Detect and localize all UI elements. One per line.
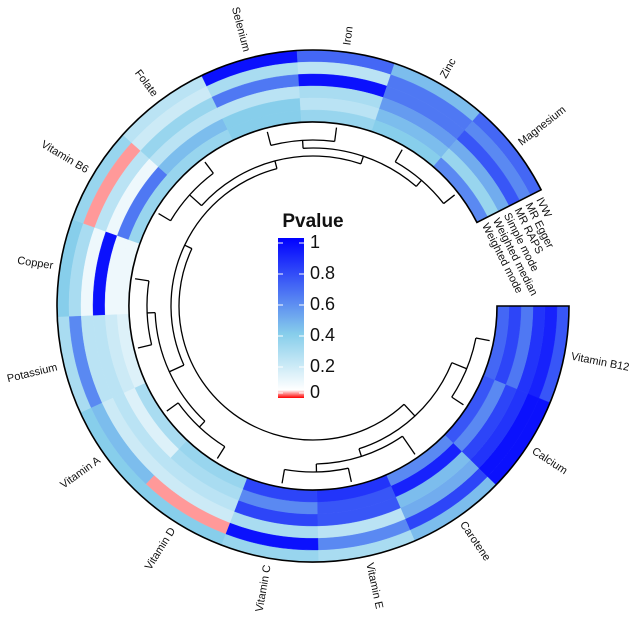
legend-tick-label: 1: [310, 232, 320, 252]
dendrogram-branch: [451, 396, 464, 406]
dendrogram-branch: [443, 194, 456, 205]
sector-label: Vitamin E: [363, 562, 385, 610]
dendrogram-branch: [189, 194, 202, 207]
dendrogram-joint: [178, 248, 405, 441]
legend-colorbar: [278, 238, 304, 398]
sector-label: Zinc: [438, 56, 459, 80]
dendrogram-branch: [204, 161, 214, 174]
sector-label: Selenium: [229, 6, 252, 53]
legend-tick-label: 0.2: [310, 356, 335, 376]
dendrogram-branch: [334, 127, 338, 142]
dendrogram-branch: [347, 468, 352, 483]
dendrogram-branch: [166, 402, 179, 412]
dendrogram-branch: [403, 403, 416, 417]
sector-label: Potassium: [6, 361, 59, 385]
dendrogram-joint: [284, 467, 349, 473]
legend-title: Pvalue: [282, 211, 343, 232]
sector-label: Copper: [16, 255, 54, 272]
dendrogram: [134, 127, 490, 484]
dendrogram-branch: [266, 131, 272, 146]
dendrogram-branch: [216, 446, 226, 459]
sector-label: Folate: [132, 68, 160, 100]
dendrogram-branch: [451, 362, 467, 370]
dendrogram-branch: [158, 213, 171, 222]
sector-label: Calcium: [530, 445, 570, 477]
sector-label: Vitamin B6: [39, 138, 91, 176]
sector-label: Vitamin D: [143, 526, 178, 573]
dendrogram-branch: [198, 420, 206, 428]
dendrogram-branch: [358, 448, 363, 457]
dendrogram-branch: [360, 156, 365, 165]
legend-tick-label: 0.6: [310, 294, 335, 314]
sector-label: Magnesium: [516, 104, 568, 149]
dendrogram-joint: [170, 172, 214, 222]
dendrogram-branch: [301, 140, 304, 149]
dendrogram-branch: [184, 244, 193, 250]
sector-label: Vitamin A: [58, 454, 103, 491]
dendrogram-branch: [137, 344, 152, 349]
legend-tick-label: 0: [310, 382, 320, 402]
sector-label: Vitamin C: [254, 564, 274, 613]
dendrogram-branch: [475, 337, 490, 342]
heatmap-outline: [56, 49, 570, 563]
dendrogram-branch: [169, 364, 185, 373]
dendrogram-branch: [281, 469, 286, 484]
dendrogram-branch: [401, 435, 416, 455]
pvalue-legend: Pvalue 1 0.8 0.6 0.4 0.2 0: [278, 211, 344, 402]
legend-tick-label: 0.4: [310, 325, 335, 345]
dendrogram-branch: [394, 149, 403, 163]
dendrogram-joint: [201, 155, 362, 207]
dendrogram-branch: [274, 160, 278, 169]
heatmap-cells: [56, 49, 570, 563]
sector-label: Vitamin B12: [570, 351, 630, 374]
dendrogram-joint: [451, 337, 477, 398]
heatmap-border: [56, 49, 570, 563]
dendrogram-branch: [134, 278, 150, 282]
legend-tick-label: 0.8: [310, 263, 335, 283]
sector-label: Carotene: [457, 519, 493, 563]
dendrogram-branch: [415, 179, 422, 187]
sector-label: Iron: [341, 26, 355, 46]
